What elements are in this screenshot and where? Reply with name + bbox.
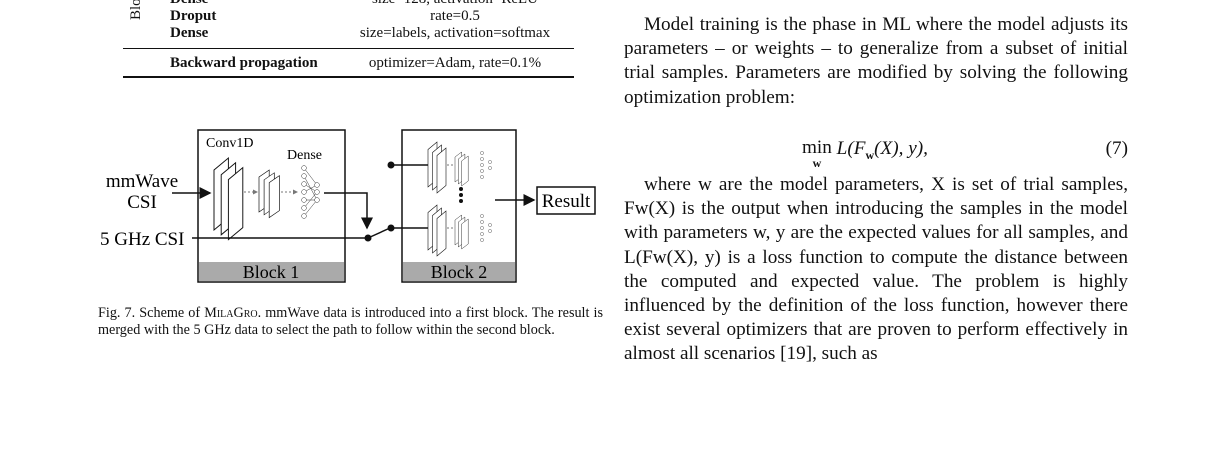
path-network-icon xyxy=(427,204,492,257)
ellipsis-dots-icon xyxy=(459,187,463,203)
eq-min: min xyxy=(802,137,832,158)
block-1-label: Block 1 xyxy=(243,262,300,282)
eq-min-sub: w xyxy=(812,156,822,170)
table-bottom-rule xyxy=(123,76,574,78)
conv1d-label: Conv1D xyxy=(206,136,253,151)
eq-loss: L xyxy=(836,138,848,159)
table-footer-layer: Backward propagation xyxy=(170,55,318,71)
milagro-scheme-diagram: Block 1 Conv1D Dense mmWave CSI 5 GHz CS… xyxy=(100,129,596,283)
dense-label: Dense xyxy=(287,148,322,163)
body-paragraph-2: where w are the model parameters, X is s… xyxy=(624,173,1128,367)
dense-network-icon xyxy=(301,165,320,219)
table-params: size=128, activation=ReLU xyxy=(340,0,570,8)
caption-text: . mmWave data is introduced into a first… xyxy=(98,305,603,338)
table-params: size=labels, activation=softmax xyxy=(359,25,551,41)
path-network-icon xyxy=(427,141,492,194)
result-label: Result xyxy=(542,191,591,212)
paragraph-text: where w are the model parameters, X is s… xyxy=(624,174,1128,365)
result-box xyxy=(536,186,596,215)
body-paragraph-1: Model training is the phase in ML where … xyxy=(624,13,1128,110)
block-1-footer xyxy=(199,262,344,281)
figure-caption: Fig. 7. Scheme of MilaGro. mmWave data i… xyxy=(98,305,603,339)
mmwave-input-label: mmWave xyxy=(106,171,178,192)
table-layer: Dense xyxy=(170,0,208,8)
table-layer: Droput xyxy=(170,8,217,24)
conv-layers-icon xyxy=(213,157,298,241)
equation-number: (7) xyxy=(1105,138,1128,159)
table-rule xyxy=(123,48,574,49)
table-params: rate=0.5 xyxy=(430,8,480,24)
table-layer: Dense xyxy=(170,25,209,41)
caption-system-name: MilaGro xyxy=(204,305,258,321)
path-switch xyxy=(367,227,391,239)
eq-func: (F xyxy=(847,138,866,159)
block-2-footer xyxy=(403,262,515,281)
5ghz-input-label: 5 GHz CSI xyxy=(100,229,184,250)
paragraph-text: Model training is the phase in ML where … xyxy=(624,14,1128,108)
eq-func-sub: w xyxy=(865,148,875,162)
caption-prefix: Fig. 7. Scheme of xyxy=(98,305,205,321)
block-2-label: Block 2 xyxy=(431,262,488,282)
table-footer-params: optimizer=Adam, rate=0.1% xyxy=(368,55,542,71)
eq-args: (X), y), xyxy=(874,138,928,159)
mmwave-input-label-2: CSI xyxy=(127,192,157,213)
block-2 xyxy=(401,129,517,283)
